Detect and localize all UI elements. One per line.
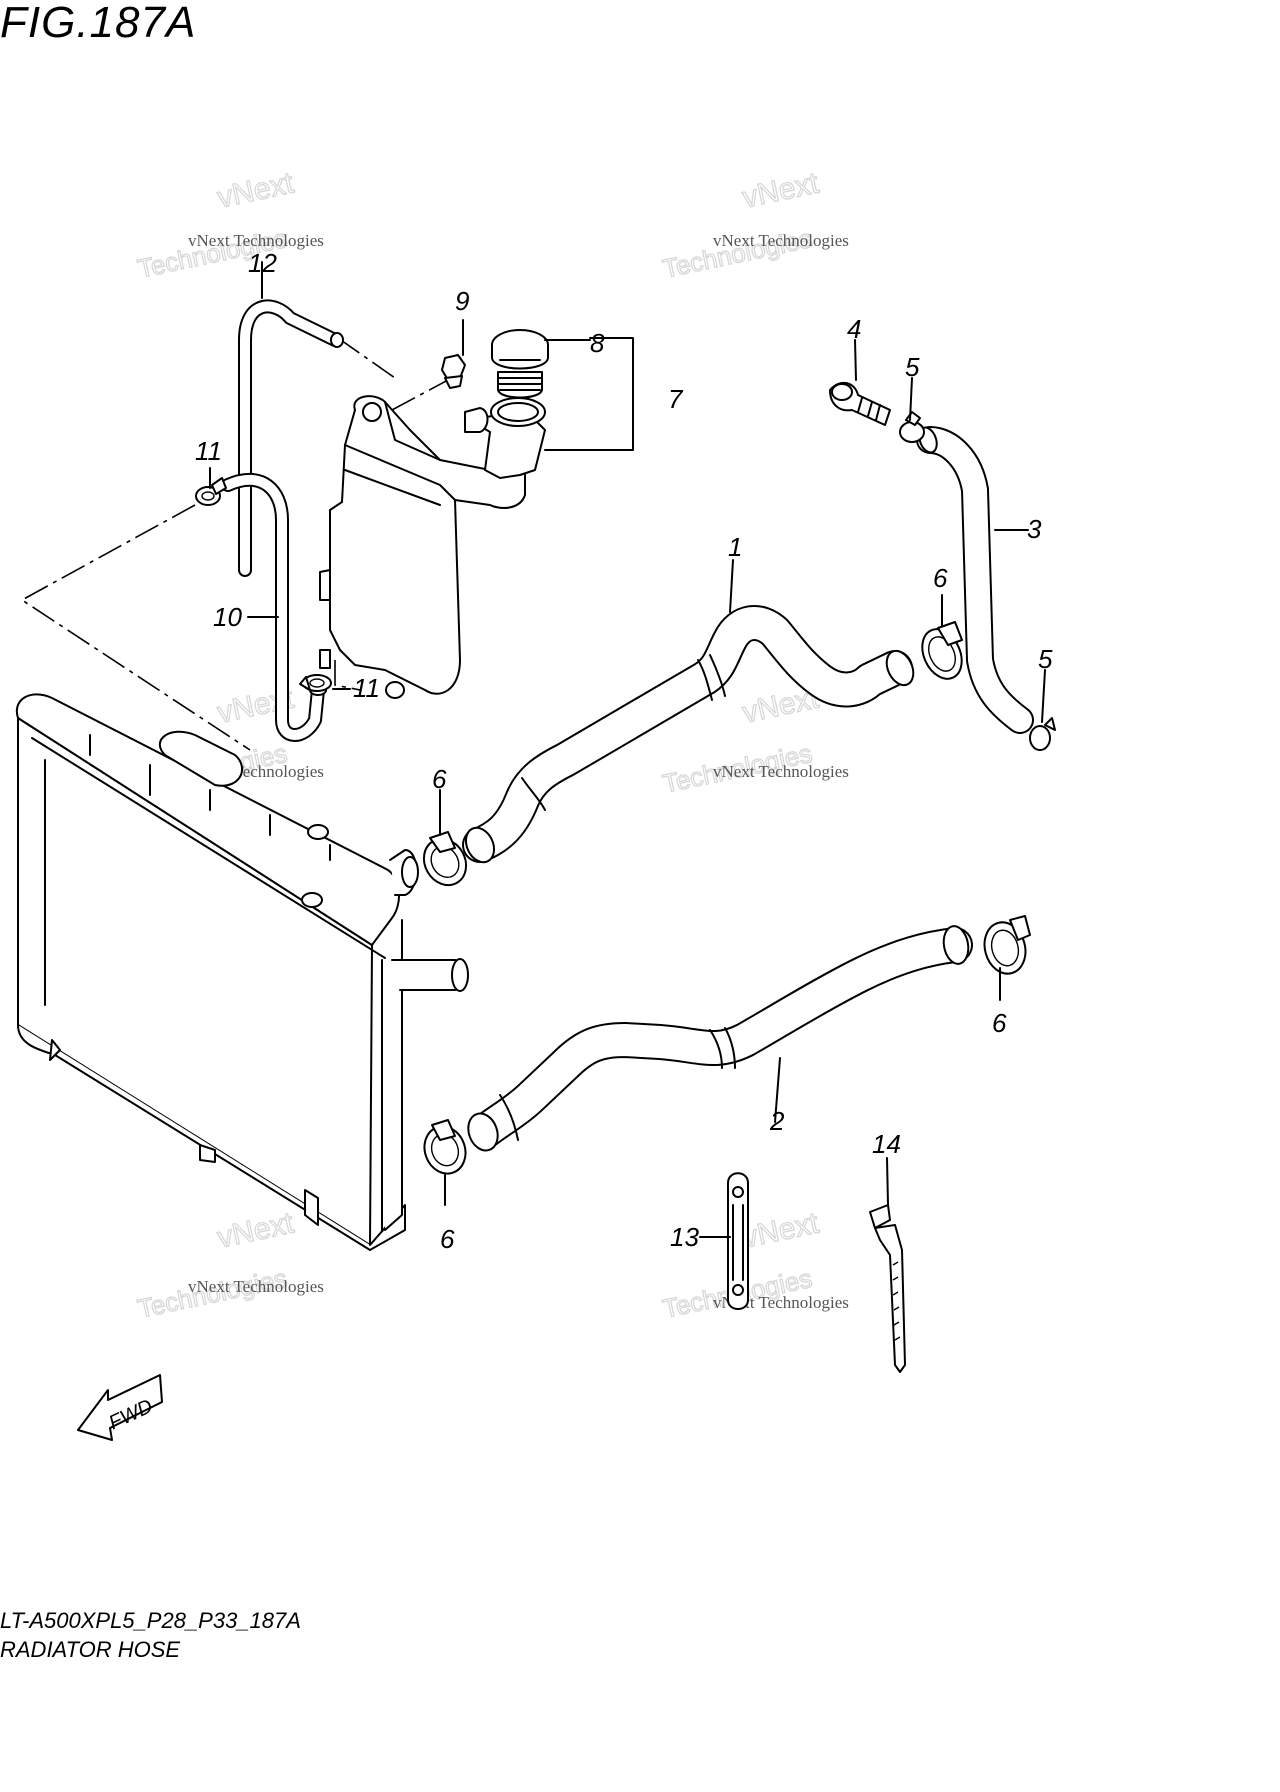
callout-5-top: 5 [905, 352, 920, 382]
clamp-11-bottom [299, 674, 332, 692]
clamp-5-right [1029, 717, 1056, 751]
clamp-6-lower-left [423, 1119, 467, 1175]
callout-6-lower-right: 6 [992, 1008, 1007, 1038]
callout-10: 10 [213, 602, 242, 632]
callout-6-upper-left: 6 [432, 764, 447, 794]
cable-tie-14 [869, 1204, 906, 1373]
callout-3: 3 [1027, 514, 1042, 544]
callout-2: 2 [769, 1106, 785, 1136]
callout-6-upper-right: 6 [933, 563, 948, 593]
bolt [441, 354, 466, 389]
watermark-text-large: vNext [740, 166, 823, 214]
hose-3 [916, 426, 1034, 734]
watermark-top-right: vNext Technologies vNext Technologies [659, 166, 849, 285]
watermark-text: vNext Technologies [188, 1277, 324, 1296]
callout-7: 7 [668, 384, 684, 414]
bracket-13 [727, 1172, 749, 1310]
hose-12 [238, 299, 344, 577]
callout-11-bottom: 11 [353, 673, 380, 703]
reservoir-cap [491, 329, 549, 399]
hose-1 [462, 605, 915, 864]
watermark-bottom-left: vNext Technologies vNext Technologies [134, 1206, 324, 1325]
clamp-6-lower-right [983, 915, 1031, 975]
clamp-6-upper-left [422, 831, 468, 887]
callout-12: 12 [248, 248, 277, 278]
watermark-top-left: vNext Technologies vNext Technologies [134, 166, 324, 285]
hose-2 [467, 925, 973, 1152]
figure-caption: RADIATOR HOSE [0, 1637, 181, 1662]
clamp-5-top [899, 411, 925, 443]
radiator-fitting [301, 892, 323, 908]
watermark-text: vNext Technologies [188, 231, 324, 250]
radiator-cap-neck [158, 730, 244, 787]
callout-6-lower-left: 6 [440, 1224, 455, 1254]
callout-labels: 1 2 3 4 5 5 6 6 6 6 7 8 9 10 11 11 12 13… [195, 248, 1053, 1254]
assembly-lines [20, 337, 449, 751]
model-code: LT-A500XPL5_P28_P33_187A [0, 1608, 301, 1633]
figure-title: FIG.187A [0, 0, 197, 47]
watermark-text: vNext Technologies [713, 231, 849, 250]
clamp-11-top [195, 477, 227, 506]
watermark-text-large: vNext [215, 166, 298, 214]
callout-11-top: 11 [195, 436, 222, 466]
callout-13: 13 [670, 1222, 699, 1252]
callout-14: 14 [872, 1129, 901, 1159]
fitting-4 [829, 381, 891, 426]
leader-lines [209, 261, 1046, 1238]
callout-8: 8 [590, 328, 605, 358]
callout-1: 1 [728, 532, 742, 562]
reservoir-tank [319, 395, 546, 699]
reservoir-breather [464, 407, 489, 433]
callout-9: 9 [455, 286, 469, 316]
fwd-arrow: FWD [77, 1374, 163, 1441]
callout-5-right: 5 [1038, 644, 1053, 674]
watermark-text: vNext Technologies [713, 762, 849, 781]
radiator-fitting [307, 824, 329, 840]
radiator [15, 693, 469, 1251]
watermark-text-large: vNext [215, 1206, 298, 1254]
watermark-text-large: vNext [740, 1206, 823, 1254]
clamp-6-upper-right [921, 621, 963, 680]
callout-4: 4 [847, 314, 861, 344]
